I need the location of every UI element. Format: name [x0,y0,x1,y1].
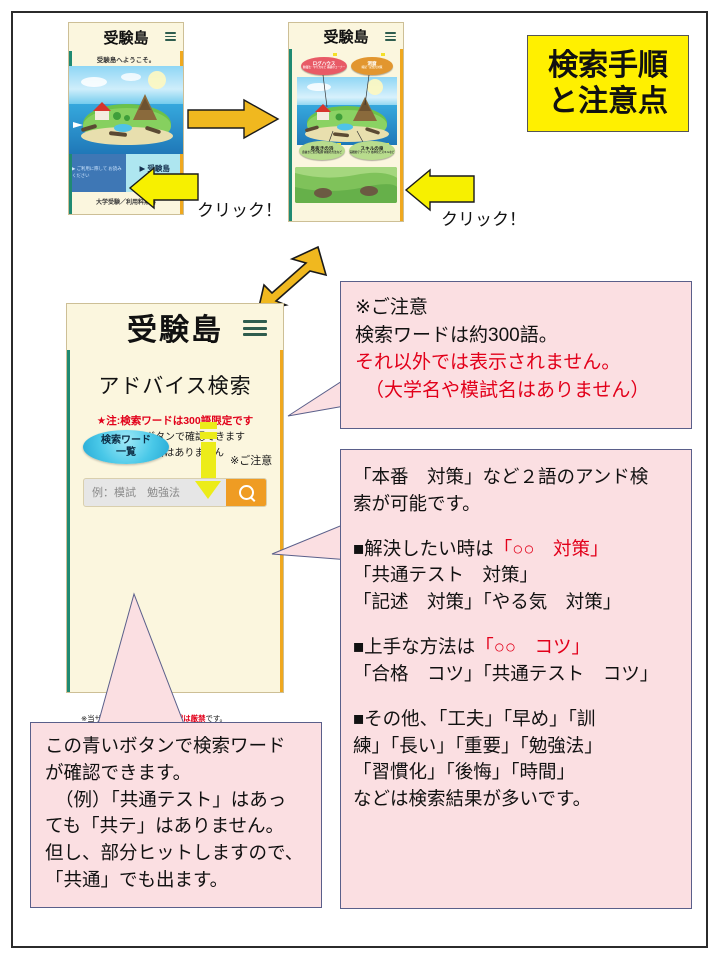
and-line-11: ■その他、「工夫」「早め」「訓 [353,707,596,729]
hamburger-icon[interactable] [385,32,396,41]
map-pin-beach[interactable]: 息抜きの浜 息抜きと気分転換 休憩の方法など [299,141,345,160]
warning-line3: ※大学名はありません [125,447,225,459]
keyword-list-line2: 一覧 [116,447,136,458]
callout-pointer-notice [287,371,356,417]
notice-line-2: 検索ワードは約300語。 [355,324,558,346]
and-line-4-tail: 「○○ 対策」 [493,537,609,559]
map-pin-sub: 勉強法・やり方など 基礎のコーナー [302,66,346,70]
phone1-footer: 大学受験／利用料無料 [95,200,156,206]
search-submit-button[interactable] [226,478,266,506]
notice-line-3: それ以外では表示されません。 [355,352,621,374]
phone-mockup-search: 受験島 アドバイス検索 ★注:検索ワードは300語限定です 下の青いボタンで確認… [66,303,284,734]
arrow-left-icon-click2 [404,168,475,212]
phone-right-stripe [400,23,403,221]
island-illustration [69,66,183,154]
phone1-title: 受験島 [103,30,149,47]
page-title-box: 検索手順 と注意点 [527,35,689,132]
bottom-banner-art [295,167,397,203]
map-pin-cave[interactable]: 洞窟 暗記・記憶力対策 [351,57,393,75]
phone-mockup-home: 受験島 受験島へようこそ。 [68,22,184,215]
map-pin-title: ログハウス [312,61,336,67]
island-art-2 [297,74,397,154]
phone2-title: 受験島 [323,29,369,46]
and-line-14: などは検索結果が多いです。 [353,788,592,810]
map-pin-spring[interactable]: スキルの泉 実践的テクニック 効率化とスキルなど [349,141,395,160]
map-pin-loghouse[interactable]: ログハウス 勉強法・やり方など 基礎のコーナー [301,57,347,75]
and-line-8-tail: 「○○ コツ」 [475,636,591,658]
blue-line-6: 「共通」でも出ます。 [45,869,229,891]
map-pin-sub: 暗記・記憶力対策 [361,66,383,70]
phone3-header: 受験島 [67,304,283,350]
pin-flag-icon [333,53,337,56]
phone3-body: アドバイス検索 ★注:検索ワードは300語限定です 下の青いボタンで確認できます… [67,370,283,734]
and-line-5: 「共通テスト 対策」 [353,564,539,586]
map-pin-sub: 息抜きと気分転換 休憩の方法など [302,150,342,154]
blue-line-1: この青いボタンで検索ワード [45,735,286,756]
warning-line2: 下の青いボタンで確認できます [105,431,245,443]
attention-label: ※ご注意 [230,455,273,467]
blue-line-2: が確認できます。 [45,761,192,783]
callout-pointer-and-search [271,521,350,561]
click-label-1: クリック！ [197,201,282,220]
notice-line-4: （大学名や模試名はありません） [365,379,650,401]
phone2-bottom-banner [295,167,397,203]
search-icon [238,484,254,500]
and-line-1: 「本番 対策」など２語のアンド検 [353,466,649,487]
phone-left-stripe [289,23,292,221]
click-label-2: クリック！ [441,210,526,229]
arrow-left-icon-click1 [128,166,199,210]
island-art-1 [69,66,183,154]
and-line-12: 練」「長い」「重要」「勉強法」 [353,734,603,756]
phone2-header: 受験島 [289,23,403,49]
blue-line-5: 但し、部分ヒットしますので、 [45,842,304,864]
callout-and-search: 「本番 対策」など２語のアンド検 索が可能です。 ■解決したい時は「○○ 対策」… [340,449,692,909]
keyword-list-line1: 検索ワード [101,435,151,446]
terms-link[interactable]: ▶ ご利用に際して お読みください [69,154,127,192]
phone1-header: 受験島 [69,23,183,51]
pin-flag-icon [381,53,385,56]
callout-notice: ※ご注意 検索ワードは約300語。 それ以外では表示されません。 （大学名や模試… [340,281,692,429]
enter-island-line1: ▶ 受験島 [139,163,170,173]
phone-right-stripe [280,304,283,692]
map-pin-sub: 実践的テクニック 効率化とスキルなど [349,150,395,154]
warning-red-line: ★注:検索ワードは300語限定です [96,415,254,427]
phone-left-stripe [67,304,70,692]
hamburger-icon[interactable] [165,32,176,41]
map-pin-title: 洞窟 [367,61,377,67]
hamburger-icon[interactable] [243,320,267,336]
and-line-9: 「合格 コツ」「共通テスト コツ」 [353,662,659,684]
and-line-4: ■解決したい時は「○○ 対策」 [353,536,681,563]
search-input[interactable]: 例：模試 勉強法 [92,487,180,500]
island-map: ログハウス 勉強法・やり方など 基礎のコーナー 洞窟 暗記・記憶力対策 息抜きの… [293,49,399,163]
phone-mockup-map: 受験島 [288,22,404,222]
phone3-title: 受験島 [127,314,223,347]
map-pin-title: 息抜きの浜 [310,145,334,151]
page-title-line1: 検索手順 [548,48,668,84]
callout-blue-button: この青いボタンで検索ワード が確認できます。 （例）「共通テスト」はあっ ても「… [30,722,322,908]
and-line-8: ■上手な方法は「○○ コツ」 [353,634,681,661]
phone1-welcome-text: 受験島へようこそ。 [69,51,183,66]
keyword-list-button[interactable]: 検索ワード 一覧 [83,430,169,464]
and-line-6: 「記述 対策」「やる気 対策」 [353,591,622,613]
and-line-4-head: ■解決したい時は [353,537,494,559]
notice-line-1: ※ご注意 [355,297,428,318]
arrow-right-icon [187,98,280,140]
map-pin-title: スキルの泉 [360,145,384,151]
and-line-2: 索が可能です。 [353,492,481,514]
arrow-down-icon [195,422,221,499]
blue-line-4: ても「共テ」はありません。 [45,815,285,837]
callout-pointer-blue-button [97,592,185,725]
and-line-13: 「習慣化」「後悔」「時間」 [353,761,576,783]
page-title-line2: と注意点 [548,83,668,119]
search-bar[interactable]: 例：模試 勉強法 [83,477,267,507]
and-line-8-head: ■上手な方法は [353,636,476,658]
advice-search-title: アドバイス検索 [98,375,252,398]
blue-line-3: （例）「共通テスト」はあっ [55,788,287,810]
